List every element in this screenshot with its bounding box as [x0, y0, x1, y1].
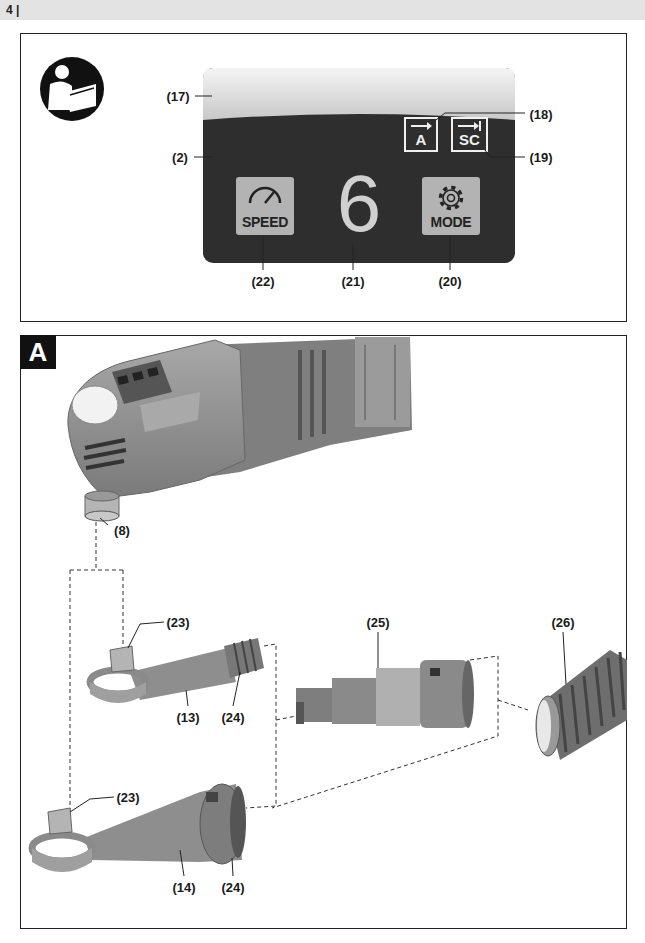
callout-number: (23): [115, 790, 140, 805]
display-panel: 6 A SC SPEED MODE: [203, 68, 515, 263]
callout-number: (24): [220, 710, 245, 725]
callout-number: (21): [340, 274, 365, 289]
callout-number: (2): [171, 150, 189, 165]
node-text: 4 |: [6, 3, 19, 17]
leader-lines: [194, 96, 525, 270]
callout-number: (24): [220, 880, 245, 895]
section-badge: A: [20, 335, 56, 369]
callout-number: (22): [250, 274, 275, 289]
callout-number: (25): [365, 615, 390, 630]
display-digit: 6: [203, 164, 515, 244]
callout-number: (19): [528, 150, 553, 165]
mode-button: MODE: [422, 177, 480, 235]
callout-number: (8): [113, 523, 131, 538]
node-text: SC: [459, 132, 480, 148]
mode-icon: SC: [452, 118, 487, 151]
node-text: A: [29, 338, 48, 366]
callout-number: (23): [165, 615, 190, 630]
speed-button: SPEED: [236, 177, 294, 235]
callout-number: (20): [437, 274, 462, 289]
callout-number: (13): [175, 710, 200, 725]
manual-icon: [40, 57, 104, 121]
assembly-lines: [70, 522, 528, 828]
mode-icon: A: [405, 118, 437, 151]
callout-number: (18): [528, 107, 553, 122]
callout-number: (26): [550, 615, 575, 630]
callout-number: (14): [171, 880, 196, 895]
dust-extraction-small: [90, 638, 264, 703]
dust-extraction-large: [32, 784, 246, 872]
multi-tool: [68, 337, 412, 521]
callout-number: (17): [165, 89, 190, 104]
node-text: SPEED: [242, 215, 288, 230]
header-band: 4 |: [0, 0, 645, 20]
adapter: [296, 660, 474, 728]
frame: [21, 34, 627, 322]
hose: [536, 650, 627, 760]
frame: [21, 336, 627, 929]
display-panel: [203, 68, 515, 263]
leader-lines: [70, 518, 566, 876]
node-text: A: [416, 132, 427, 148]
node-text: MODE: [431, 215, 472, 230]
